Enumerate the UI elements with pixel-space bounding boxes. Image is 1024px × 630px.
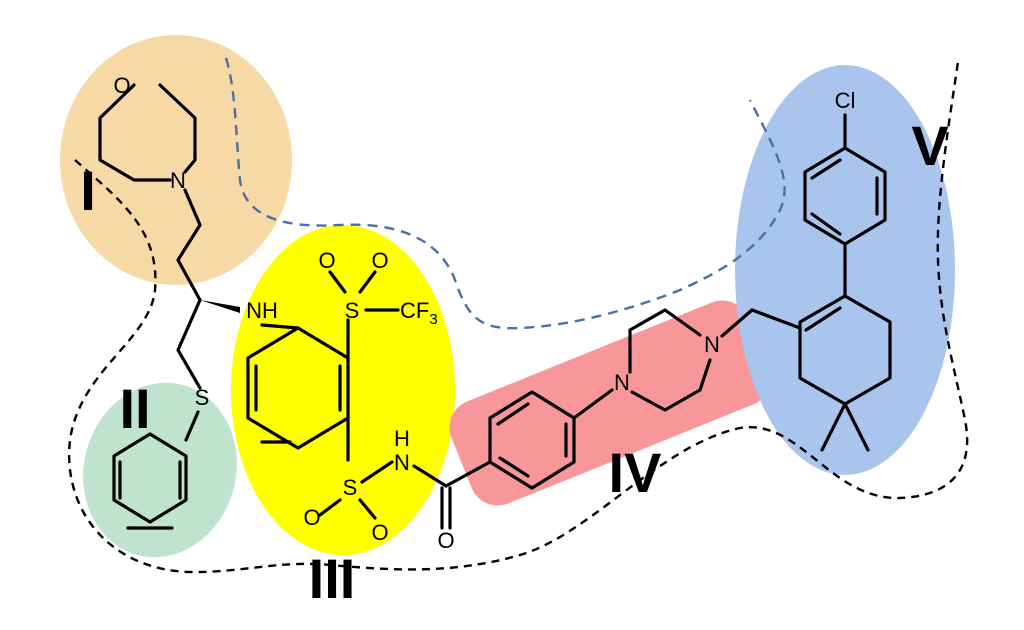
amine-nh: NH — [246, 298, 278, 323]
piperazine-nitrogen-1: N — [614, 370, 630, 395]
morpholine-oxygen: O — [113, 73, 130, 98]
morpholine-nitrogen: N — [170, 168, 186, 193]
thioether-sulfur: S — [195, 385, 210, 410]
black-dashed-pocket-outline — [67, 61, 969, 574]
s-o-double-2 — [358, 270, 377, 294]
sulfonamide-o-double-2 — [358, 498, 377, 520]
blue-dashed-pocket-outline — [224, 57, 786, 330]
sulfonyl-top-sulfur: S — [345, 298, 360, 323]
cf3-cf-text: CF — [400, 298, 429, 323]
sulfonamide-o-double-1 — [318, 498, 342, 517]
region-label-II: II — [119, 377, 150, 440]
region-II-highlight — [83, 382, 237, 558]
piperazine-ring — [628, 308, 712, 412]
region-label-I: I — [80, 159, 96, 222]
stereocenter-to-ch2s — [176, 298, 202, 390]
piperazine-nitrogen-2: N — [704, 332, 720, 357]
sulfonamide-oxygen-1: O — [303, 505, 320, 530]
morpholine-ring — [98, 83, 197, 182]
carbonyl-to-phenyl — [444, 460, 492, 488]
propyl-chain — [176, 188, 202, 302]
amide-hydrogen: H — [394, 426, 410, 451]
carbonyl-oxygen: O — [437, 528, 454, 553]
sulfonamide-oxygen-2: O — [371, 520, 388, 545]
piperazine-to-ch2 — [720, 308, 754, 338]
wedge-bond — [200, 300, 240, 313]
chloro-substituent: Cl — [835, 88, 856, 113]
ch2-to-cyclohexene — [750, 308, 802, 330]
s-to-phenyl-bond — [184, 410, 200, 442]
s-o-double-1 — [328, 270, 347, 294]
region-IV-highlight — [449, 300, 771, 506]
phenyl-to-piperazine — [572, 388, 614, 420]
dimethylcyclohexene-ring — [798, 294, 892, 452]
region-label-III: III — [309, 547, 356, 610]
region-label-V: V — [911, 114, 948, 177]
trifluoromethyl: CF3 — [400, 298, 438, 328]
region-label-IV: IV — [609, 441, 662, 504]
s-nh-bond — [360, 460, 394, 484]
region-III-highlight — [231, 225, 455, 555]
sulfonamide-sulfur: S — [343, 475, 358, 500]
amide-nitrogen: N — [394, 450, 410, 475]
n-to-carbonyl — [412, 464, 448, 488]
sulfonyl-top-oxygen-2: O — [371, 248, 388, 273]
nh-to-ring — [260, 323, 300, 330]
phenyl-ring-II — [112, 432, 188, 530]
cf3-subscript: 3 — [429, 311, 437, 328]
sulfonyl-top-oxygen-1: O — [318, 248, 335, 273]
